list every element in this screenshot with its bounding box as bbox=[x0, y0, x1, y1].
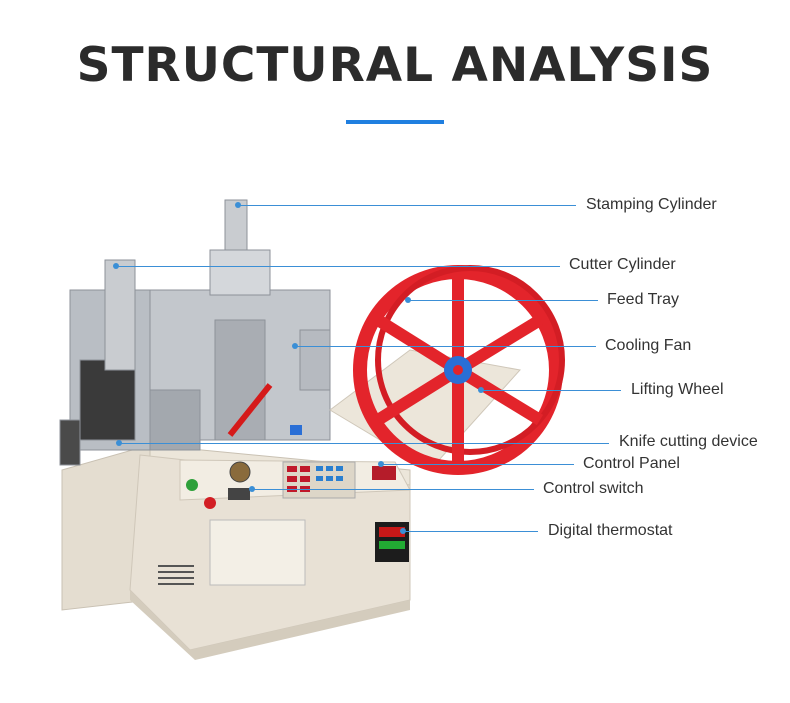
control-panel-graphic bbox=[179, 459, 411, 509]
label-feed-tray: Feed Tray bbox=[607, 291, 680, 308]
lifting-wheel-line bbox=[481, 390, 621, 391]
control-panel-line bbox=[381, 464, 574, 465]
label-lifting-wheel: Lifting Wheel bbox=[631, 381, 724, 398]
label-control-switch: Control switch bbox=[543, 480, 644, 497]
label-cutter-cylinder: Cutter Cylinder bbox=[569, 256, 676, 273]
cooling-fan-line bbox=[295, 346, 596, 347]
stamping-cylinder-line bbox=[238, 205, 576, 206]
feed-wheel-graphic bbox=[353, 265, 565, 475]
label-control-panel: Control Panel bbox=[583, 455, 680, 472]
control-switch-line bbox=[252, 489, 534, 490]
label-cooling-fan: Cooling Fan bbox=[605, 337, 692, 354]
label-knife-cutting-device: Knife cutting device bbox=[619, 433, 758, 450]
knife-cutting-line bbox=[119, 443, 609, 444]
cutter-mechanism bbox=[59, 199, 331, 466]
page-title: STRUCTURAL ANALYSIS bbox=[76, 38, 714, 93]
title-underline bbox=[346, 120, 444, 124]
label-digital-thermostat: Digital thermostat bbox=[548, 522, 673, 539]
label-stamping-cylinder: Stamping Cylinder bbox=[586, 196, 717, 213]
feed-tray-line bbox=[408, 300, 598, 301]
cutter-cylinder-line bbox=[116, 266, 560, 267]
digital-thermostat-line bbox=[403, 531, 538, 532]
